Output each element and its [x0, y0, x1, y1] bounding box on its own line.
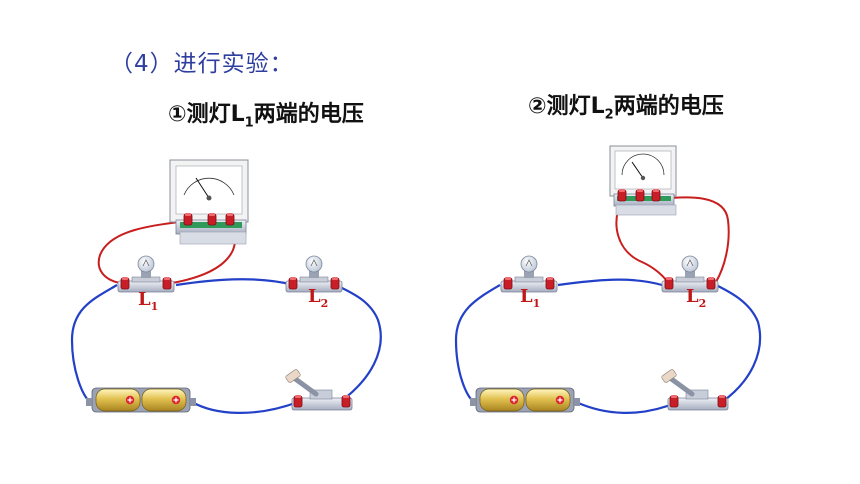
circuit-2-battery [469, 387, 581, 413]
circuit-1-label-l2: L2 [308, 286, 328, 310]
circuit-1-battery [85, 387, 197, 413]
caption-circuit-2: ②测灯L2两端的电压 [528, 88, 724, 122]
circuit-2-label-l2: L2 [686, 286, 706, 310]
circuit-1-lamp-1 [118, 256, 174, 292]
caption-1-tail: 两端的电压 [253, 102, 364, 127]
step-title: （4）进行实验： [110, 51, 294, 77]
circuit-1: L1 L2 [70, 159, 382, 414]
circuit-1-wires [70, 278, 382, 414]
circuit-2-voltmeter [609, 145, 677, 216]
caption-2-tail: 两端的电压 [613, 94, 724, 119]
caption-circuit-1: ①测灯L1两端的电压 [168, 96, 364, 130]
circuit-2: L1 L2 [454, 145, 762, 414]
circuit-2-meter-wires [615, 196, 730, 283]
circuit-2-wires [454, 278, 762, 414]
caption-1-main: ①测灯L [168, 102, 245, 127]
circuit-1-voltmeter [169, 159, 249, 245]
caption-1-sub: 1 [244, 115, 254, 131]
caption-2-sub: 2 [604, 107, 614, 123]
circuit-1-label-l1: L1 [138, 289, 158, 313]
circuit-2-switch [661, 369, 728, 410]
circuit-2-label-l1: L1 [520, 286, 540, 310]
circuit-1-switch [285, 369, 352, 410]
caption-2-main: ②测灯L [528, 94, 605, 119]
